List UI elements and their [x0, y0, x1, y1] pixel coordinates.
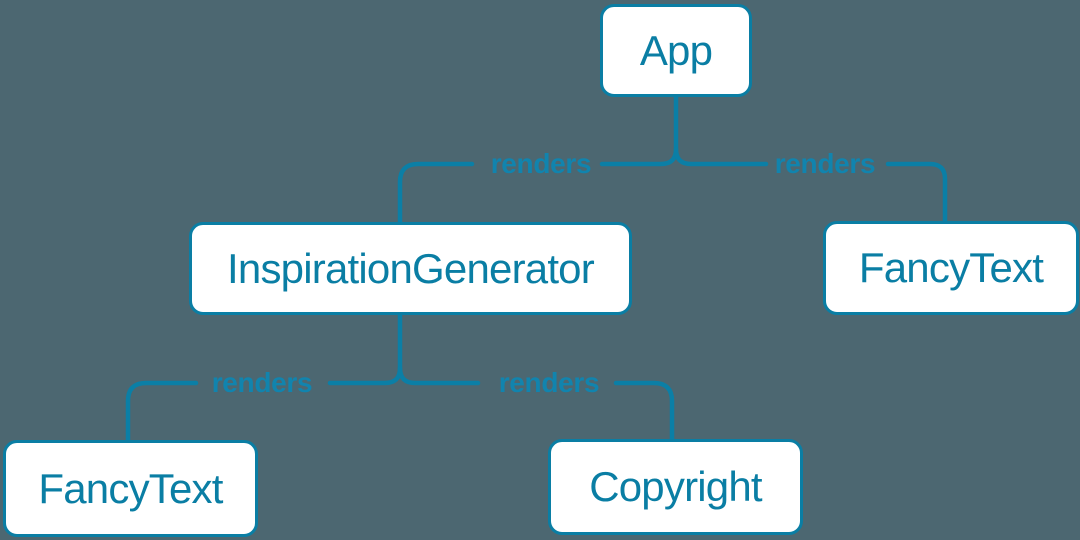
node-fancy-text-top: FancyText: [823, 221, 1079, 315]
edge-label-inspirationgenerator-fancytext: renders: [211, 367, 313, 398]
edge-app-inspirationgenerator-line-outer: [397, 161, 475, 225]
edge-label-inspirationgenerator-copyright: renders: [498, 367, 600, 398]
edge-inspirationgenerator-copyright-line-inner: [397, 365, 481, 386]
edge-inspirationgenerator-copyright-line-outer: [613, 380, 675, 442]
edge-app-inspirationgenerator-line-inner: [599, 94, 679, 167]
node-inspiration-generator: InspirationGenerator: [189, 222, 632, 315]
edge-label-app-fancytext: renders: [774, 148, 876, 179]
edge-app-fancytext-line-inner: [673, 146, 769, 167]
node-copyright: Copyright: [548, 439, 803, 535]
edge-app-fancytext-line-outer: [885, 161, 948, 224]
node-app: App: [600, 4, 752, 97]
node-fancy-text-bottom: FancyText: [3, 440, 258, 537]
edge-label-app-inspirationgenerator: renders: [490, 148, 592, 179]
edge-inspirationgenerator-fancytext-line-outer: [125, 380, 199, 443]
edge-inspirationgenerator-fancytext-line-inner: [327, 312, 403, 386]
